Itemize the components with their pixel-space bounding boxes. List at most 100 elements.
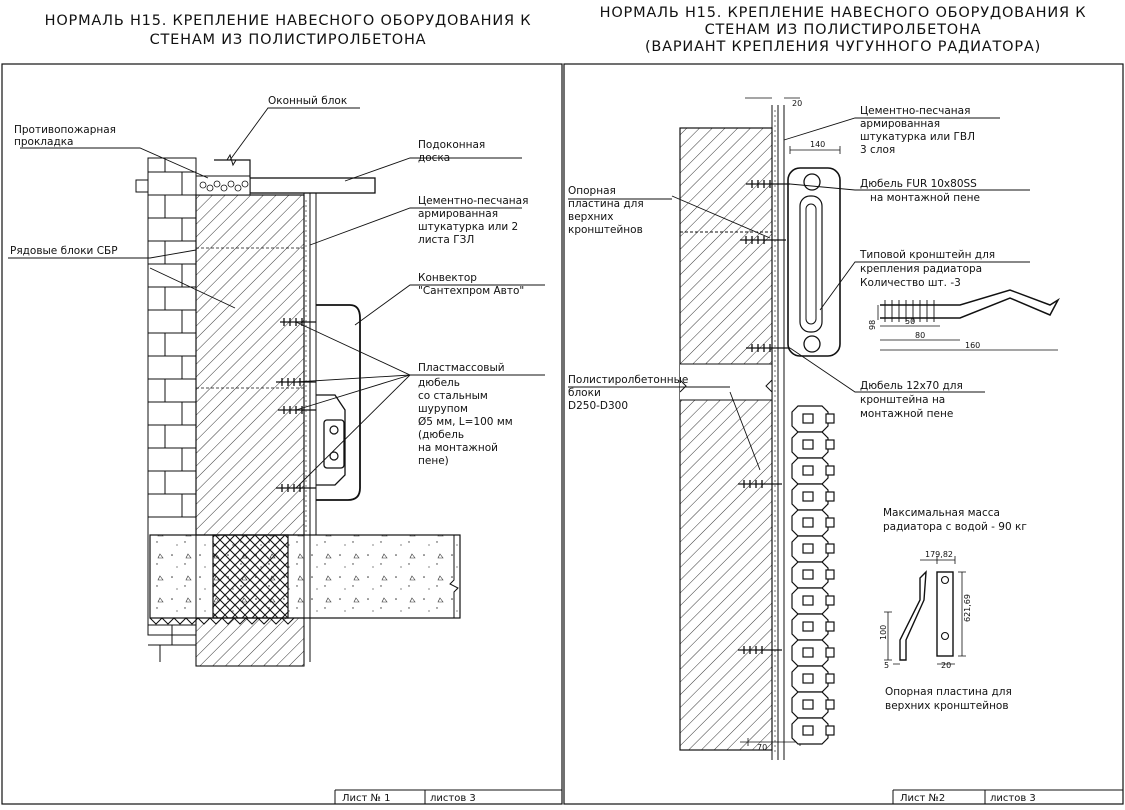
dim-20-top: 20	[792, 99, 802, 108]
section-opening	[825, 569, 835, 580]
sheet-1-title-line-1: НОРМАЛЬ Н15. КРЕПЛЕНИЕ НАВЕСНОГО ОБОРУДО…	[45, 13, 532, 29]
sheet-1: НОРМАЛЬ Н15. КРЕПЛЕНИЕ НАВЕСНОГО ОБОРУДО…	[1, 13, 563, 805]
s2-dowel12-1: Дюбель 12x70 для	[860, 380, 963, 392]
dim-20-plate: 20	[941, 661, 951, 670]
callout-fire-gasket-1: Противопожарная	[14, 124, 116, 136]
callout-plaster-3: штукатурка или 2	[418, 221, 518, 233]
section-opening	[825, 673, 835, 684]
s2-plate-3: верхних	[568, 211, 613, 223]
s2-plaster-1: Цементно-песчаная	[860, 105, 970, 117]
dim-100: 100	[879, 625, 888, 640]
sheet-1-number: Лист № 1	[342, 793, 390, 804]
sheet-2: НОРМАЛЬ Н15. КРЕПЛЕНИЕ НАВЕСНОГО ОБОРУДО…	[563, 5, 1124, 805]
callout-dowel-5: Ø5 мм, L=100 мм	[418, 416, 513, 428]
section-opening	[825, 543, 835, 554]
section-opening	[802, 413, 814, 424]
dim-80: 80	[915, 331, 925, 340]
s2-max-mass-1: Максимальная масса	[883, 507, 1000, 519]
gasket-fill	[199, 180, 249, 192]
s2-blocks-3: D250-D300	[568, 400, 628, 412]
radiator-section	[787, 167, 841, 357]
sheet-2-total: листов 3	[990, 793, 1036, 804]
radiator-sections-front	[791, 405, 835, 745]
section-opening	[802, 569, 814, 580]
dim-621: 621,69	[963, 594, 972, 622]
section-opening	[825, 413, 835, 424]
sheet-1-title-line-2: СТЕНАМ ИЗ ПОЛИСТИРОЛБЕТОНА	[150, 32, 427, 48]
section-opening	[825, 647, 835, 658]
s2-plaster-4: 3 слоя	[860, 144, 895, 156]
sheet-2-title-line-2: СТЕНАМ ИЗ ПОЛИСТИРОЛБЕТОНА	[705, 22, 982, 38]
section-opening	[802, 543, 814, 554]
sheet-2-frame	[563, 63, 1124, 805]
callout-dowel-2: дюбель	[418, 377, 460, 389]
block-joints	[196, 247, 304, 389]
sheet-2-number: Лист №2	[900, 793, 945, 804]
sheet-1-frame	[1, 63, 563, 805]
insulation-insert	[212, 534, 289, 619]
section-opening	[802, 491, 814, 502]
dim-179: 179,82	[925, 550, 953, 559]
s2-plate-4: кронштейнов	[568, 224, 643, 236]
sbr-blocks	[195, 194, 305, 536]
support-plate-detail	[884, 556, 966, 665]
sheet-1-total: листов 3	[430, 793, 476, 804]
bracket-detail	[877, 289, 1060, 351]
sill-board	[249, 177, 376, 194]
callout-window-block: Оконный блок	[268, 95, 347, 107]
s2-dowel-fur-1: Дюбель FUR 10x80SS	[860, 178, 977, 190]
sheet-1-leaders	[8, 107, 545, 489]
plaster-3-layers	[771, 105, 785, 760]
callout-dowel-1: Пластмассовый	[418, 362, 505, 374]
s2-dowel12-3: монтажной пене	[860, 408, 953, 420]
section-opening	[802, 673, 814, 684]
callout-fire-gasket-2: прокладка	[14, 136, 73, 148]
section-opening	[825, 699, 835, 710]
callout-dowel-7: на монтажной	[418, 442, 498, 454]
callout-sill-1: Подоконная	[418, 139, 485, 151]
section-opening	[802, 465, 814, 476]
s2-bracket-2: крепления радиатора	[860, 263, 982, 275]
s2-plate-1: Опорная	[568, 185, 616, 197]
callout-plaster-1: Цементно-песчаная	[418, 195, 528, 207]
convector	[316, 304, 361, 501]
section-opening	[825, 491, 835, 502]
dim-98: 98	[868, 320, 877, 330]
callout-plaster-2: армированная	[418, 208, 498, 220]
s2-blocks-1: Полистиролбетонные	[568, 374, 688, 386]
s2-dowel12-2: кронштейна на	[860, 394, 945, 406]
dim-70: 70	[757, 743, 767, 752]
callout-row-blocks: Рядовые блоки СБР	[10, 245, 118, 257]
section-opening	[802, 439, 814, 450]
section-opening	[802, 647, 814, 658]
section-opening	[802, 621, 814, 632]
callout-dowel-4: шурупом	[418, 403, 468, 415]
s2-plate-2: пластина для	[568, 198, 644, 210]
s2-plate-caption-2: верхних кронштейнов	[885, 700, 1009, 712]
s2-max-mass-2: радиатора с водой - 90 кг	[883, 521, 1027, 533]
callout-dowel-3: со стальным	[418, 390, 488, 402]
s2-bracket-3: Количество шт. -3	[860, 277, 961, 289]
sheet-2-title-line-3: (ВАРИАНТ КРЕПЛЕНИЯ ЧУГУННОГО РАДИАТОРА)	[645, 39, 1041, 55]
section-opening	[802, 699, 814, 710]
section-opening	[802, 595, 814, 606]
s2-plaster-2: армированная	[860, 118, 940, 130]
s2-dowel-fur-2: на монтажной пене	[870, 192, 980, 204]
dim-50: 50	[905, 317, 915, 326]
sheet-2-leaders	[568, 117, 1030, 471]
s2-bracket-1: Типовой кронштейн для	[859, 249, 995, 261]
callout-plaster-4: листа ГЗЛ	[418, 234, 474, 246]
dim-5: 5	[884, 661, 889, 670]
section-opening	[825, 595, 835, 606]
callout-sill-2: доска	[418, 152, 450, 164]
section-opening	[825, 439, 835, 450]
callout-convector-2: "Сантехпром Авто"	[418, 285, 524, 297]
sheet-1-stamp: Лист № 1 листов 3	[334, 789, 562, 804]
polystyrene-concrete-wall	[679, 127, 773, 751]
sheet-2-stamp: Лист №2 листов 3	[892, 789, 1123, 804]
slab-underside	[149, 617, 295, 625]
callout-dowel-6: (дюбель	[418, 429, 464, 441]
floor-slab	[149, 534, 461, 619]
